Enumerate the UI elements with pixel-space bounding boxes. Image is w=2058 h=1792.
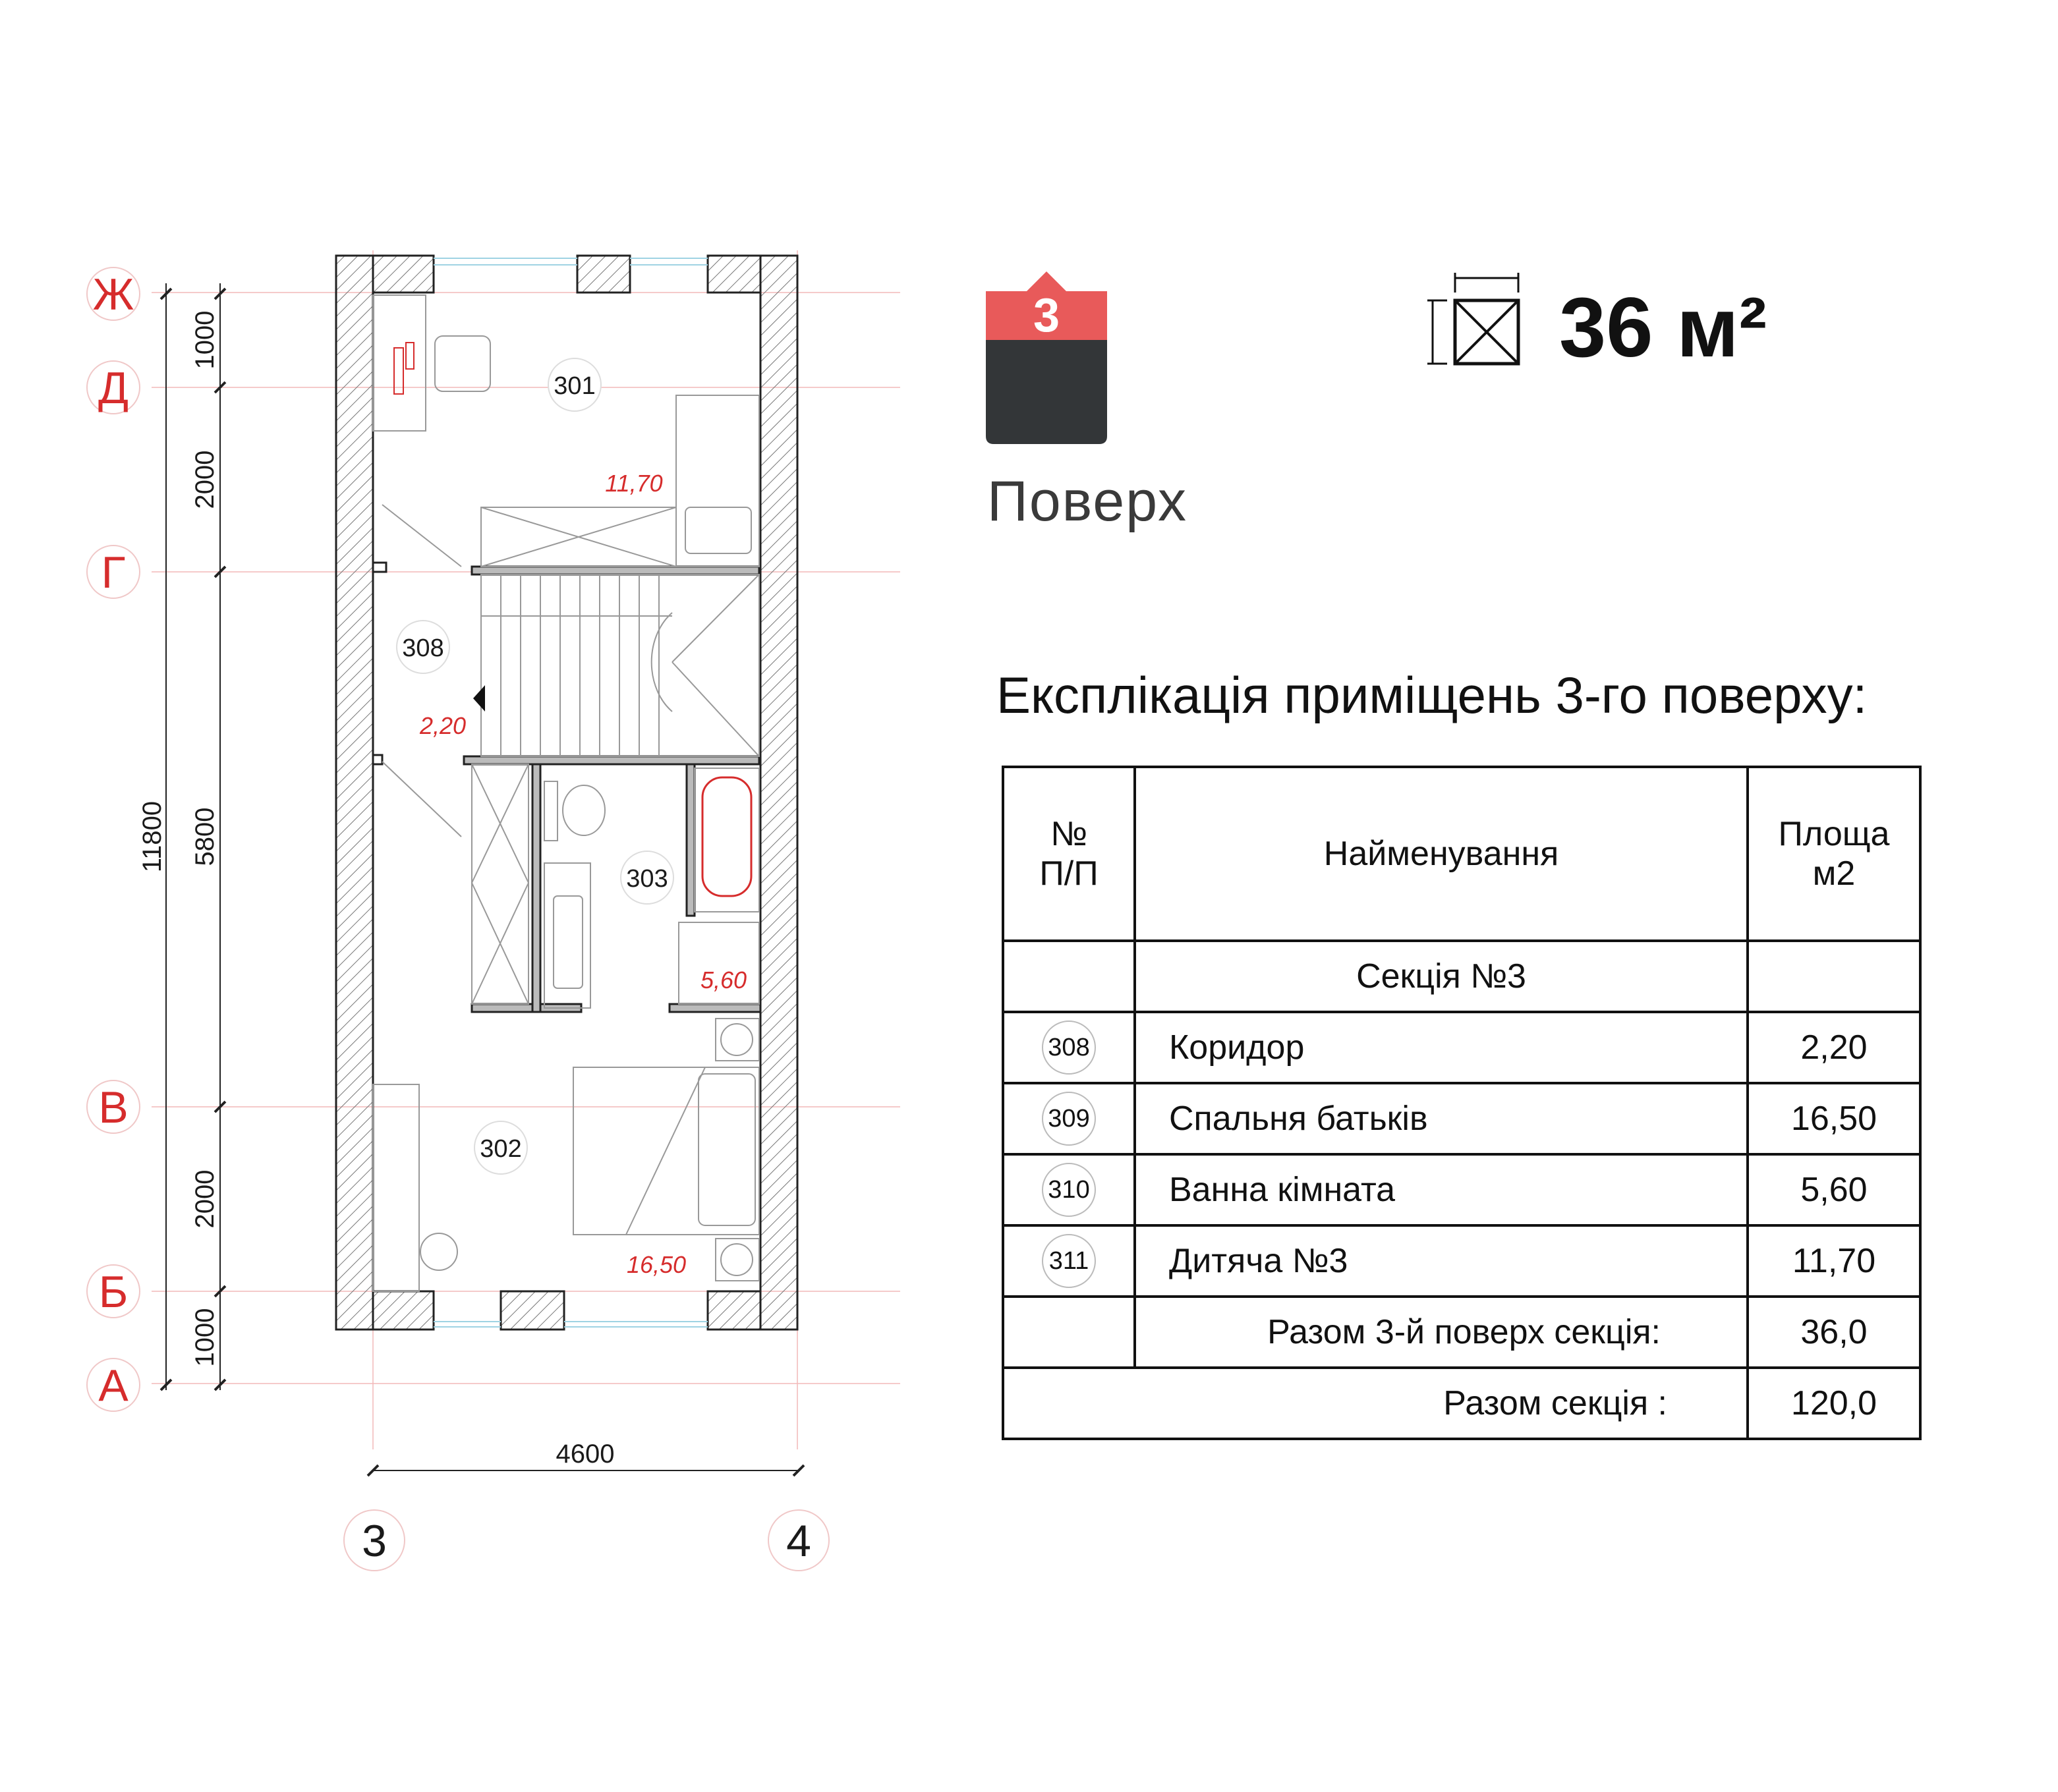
table-row: 311 Дитяча №3 11,70 (1002, 1224, 1922, 1298)
room-number: 302 (480, 1135, 521, 1163)
floor-plan: Ж Д Г В Б А 3 4 11800 1000 2000 5800 200… (86, 250, 900, 1571)
room-302-furniture (372, 1018, 760, 1292)
section-total-value: 120,0 (1746, 1366, 1922, 1440)
row-name: Дитяча №3 (1133, 1224, 1749, 1298)
header-area: Площа м2 (1746, 766, 1922, 942)
dim-overall: 11800 (138, 801, 167, 872)
floor-total-value: 36,0 (1746, 1295, 1922, 1369)
room-area: 5,60 (700, 966, 747, 994)
axis-col-markers: 3 4 (343, 1509, 830, 1571)
header-name: Найменування (1133, 766, 1749, 942)
axis-row-label: Б (99, 1267, 129, 1317)
explication-title: Експлікація приміщень 3-го поверху: (996, 666, 1868, 724)
room-number: 308 (402, 634, 443, 662)
header-num: № П/П (1002, 766, 1136, 942)
row-number: 311 (1042, 1234, 1096, 1288)
floor-number: 3 (1033, 289, 1060, 342)
room-number: 301 (554, 372, 595, 400)
dim-segment: 1000 (190, 1308, 219, 1367)
room-area: 2,20 (419, 712, 466, 739)
table-row: 308 Коридор 2,20 (1002, 1011, 1922, 1084)
axis-row-label: Ж (93, 269, 134, 320)
dim-segment: 2000 (190, 451, 219, 509)
row-name: Коридор (1133, 1011, 1749, 1084)
row-area: 2,20 (1746, 1011, 1922, 1084)
room-number: 303 (626, 865, 668, 893)
axis-row-markers: Ж Д Г В Б А (86, 267, 140, 1412)
room-area: 11,70 (605, 470, 662, 497)
floor-badge-icon (986, 271, 1107, 444)
row-area: 5,60 (1746, 1153, 1922, 1226)
axis-row-label: Г (101, 547, 126, 598)
dim-segment: 5800 (190, 808, 219, 866)
floor-total-label: Разом 3-й поверх секція: (1133, 1295, 1749, 1369)
walls (335, 254, 799, 1331)
floor-label: Поверх (987, 470, 1188, 533)
row-area: 16,50 (1746, 1082, 1922, 1156)
table-row: 310 Ванна кімната 5,60 (1002, 1153, 1922, 1226)
row-number: 309 (1042, 1092, 1096, 1146)
stair-direction-arrow (473, 685, 485, 712)
row-number: 310 (1042, 1163, 1096, 1217)
section-total-label: Разом секція : (1002, 1366, 1749, 1440)
room-301-furniture (372, 294, 760, 837)
room-area: 16,50 (627, 1251, 686, 1278)
dim-horizontal: 4600 (556, 1440, 615, 1469)
axis-row-label: А (98, 1360, 129, 1411)
windows (434, 258, 708, 1328)
dimension-lines (159, 283, 805, 1477)
total-area: 36 м² (1559, 281, 1767, 375)
area-icon (1427, 273, 1520, 366)
row-name: Спальня батьків (1133, 1082, 1749, 1156)
axis-col-label: 3 (362, 1516, 387, 1566)
interior-walls (372, 561, 762, 1013)
section-name: Секція №3 (1133, 939, 1749, 1013)
table-row: 309 Спальня батьків 16,50 (1002, 1082, 1922, 1156)
dim-segment: 2000 (190, 1170, 219, 1229)
axis-row-label: Д (98, 363, 129, 413)
explication-table: № П/П Найменування Площа м2 Секція №3 30… (1002, 766, 1922, 1440)
axis-row-label: В (98, 1082, 128, 1133)
room-labels: 301 11,70 308 2,20 303 5,60 302 16,50 (396, 358, 747, 1278)
staircase (480, 574, 760, 757)
axis-col-label: 4 (786, 1516, 811, 1566)
room-303-furniture (471, 764, 760, 1009)
row-name: Ванна кімната (1133, 1153, 1749, 1226)
row-number: 308 (1042, 1021, 1096, 1075)
row-area: 11,70 (1746, 1224, 1922, 1298)
dim-segment: 1000 (190, 311, 219, 370)
